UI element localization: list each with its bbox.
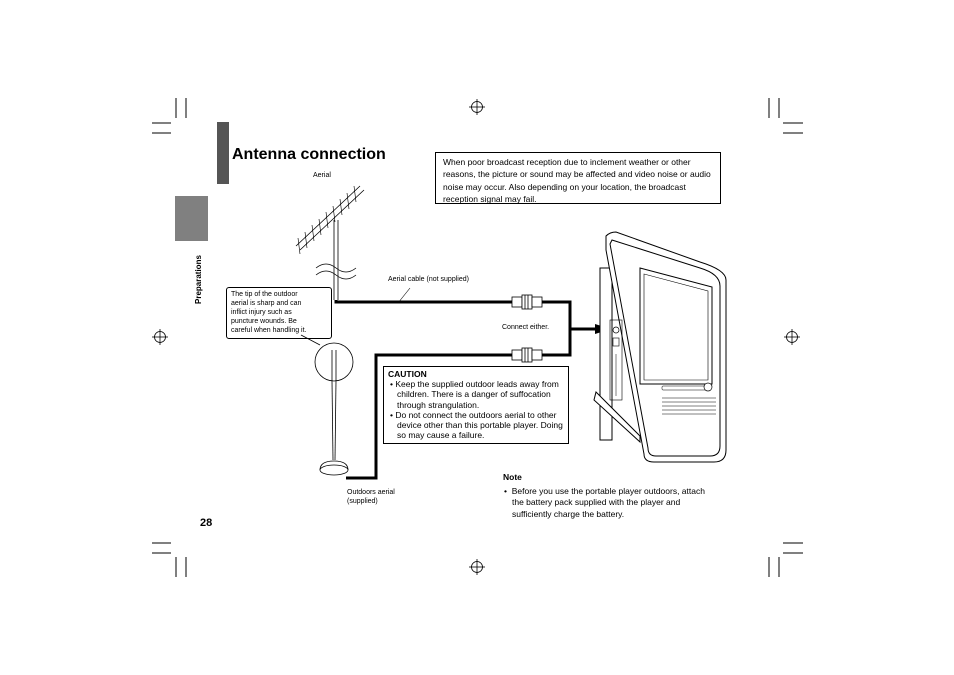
page-number: 28 bbox=[200, 517, 213, 529]
tip-warning-box: The tip of the outdoor aerial is sharp a… bbox=[226, 287, 332, 339]
aerial-cable-label: Aerial cable (not supplied) bbox=[388, 276, 469, 283]
caution-box: CAUTION • Keep the supplied outdoor lead… bbox=[383, 366, 569, 444]
registration-marks bbox=[152, 99, 800, 575]
cable-plug-top bbox=[511, 294, 543, 310]
tip-line: aerial is sharp and can bbox=[231, 300, 302, 307]
tip-line: The tip of the outdoor bbox=[231, 291, 298, 298]
page-title: Antenna connection bbox=[232, 146, 386, 163]
section-tab-dark bbox=[217, 122, 229, 184]
roof-aerial bbox=[295, 185, 365, 300]
caution-item: • Do not connect the outdoors aerial to … bbox=[390, 409, 563, 441]
caution-item: • Keep the supplied outdoor leads away f… bbox=[390, 379, 559, 410]
reception-note-box: When poor broadcast reception due to inc… bbox=[435, 152, 721, 204]
aerial-cable bbox=[334, 300, 512, 304]
section-tab-grey bbox=[175, 196, 208, 241]
outdoor-aerial-cable bbox=[542, 329, 572, 357]
outdoors-aerial-line1: Outdoors aerial bbox=[347, 489, 395, 496]
note-section: Note • Before you use the portable playe… bbox=[503, 472, 713, 520]
cable-plug-bottom bbox=[511, 347, 543, 363]
tip-line: puncture wounds. Be bbox=[231, 318, 297, 325]
note-heading: Note bbox=[503, 472, 522, 482]
portable-player bbox=[593, 231, 727, 463]
section-label: Preparations bbox=[194, 255, 203, 304]
crop-marks bbox=[152, 98, 803, 577]
note-item: • Before you use the portable player out… bbox=[504, 485, 705, 519]
outdoors-aerial-line2: (supplied) bbox=[347, 498, 378, 505]
outdoors-aerial-label: Outdoors aerial (supplied) bbox=[347, 488, 395, 506]
tip-line: careful when handling it. bbox=[231, 327, 307, 334]
connect-either-label: Connect either. bbox=[502, 324, 550, 331]
tip-line: inflict injury such as bbox=[231, 309, 292, 316]
caution-heading: CAUTION bbox=[388, 369, 427, 379]
outdoor-aerial bbox=[300, 334, 354, 476]
aerial-label: Aerial bbox=[313, 172, 331, 179]
